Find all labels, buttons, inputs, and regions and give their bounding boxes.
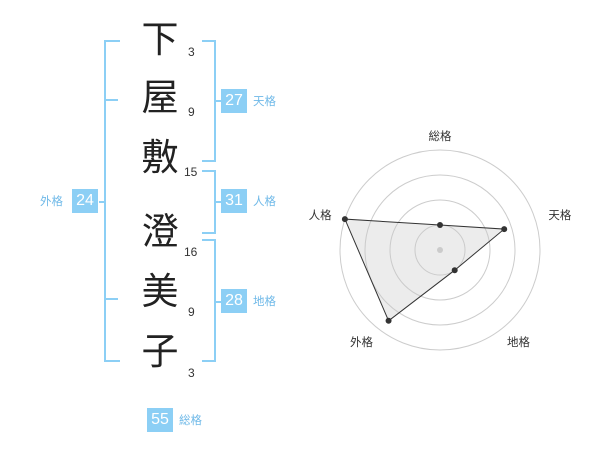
stroke-count-3: 15 [184, 165, 198, 179]
tenkaku-bracket [202, 40, 216, 162]
gaikaku-connector [99, 201, 104, 203]
chikaku-bracket [202, 239, 216, 362]
stroke-count-5: 9 [188, 305, 195, 319]
jinkaku-connector [216, 201, 221, 203]
radar-label-1: 総格 [429, 129, 452, 143]
tenkaku-score: 27 [221, 89, 247, 113]
stroke-count-1: 3 [188, 45, 195, 59]
stroke-count-4: 16 [184, 245, 198, 259]
stroke-count-6: 3 [188, 366, 195, 380]
gaikaku-score: 24 [72, 189, 98, 213]
jinkaku-bracket [202, 170, 216, 234]
jinkaku-score: 31 [221, 189, 247, 213]
radar-label-5: 人格 [309, 208, 332, 222]
gaikaku-bracket-tick-top [106, 99, 118, 101]
chikaku-label: 地格 [253, 294, 276, 308]
radar-point-3 [451, 267, 458, 274]
tenkaku-label: 天格 [253, 94, 276, 108]
radar-ring-2 [389, 199, 491, 301]
radar-point-5 [341, 216, 348, 223]
chikaku-score: 28 [221, 289, 247, 313]
stroke-count-2: 9 [188, 105, 195, 119]
radar-area [344, 218, 506, 322]
radar-center [437, 247, 443, 253]
name-char-2: 屋 [141, 76, 179, 119]
radar-ring-3 [364, 174, 516, 326]
tenkaku-connector [216, 100, 221, 102]
name-char-5: 美 [141, 270, 179, 313]
radar-point-1 [437, 222, 443, 228]
soukaku-label: 総格 [179, 413, 202, 427]
gaikaku-bracket-tick-bottom [106, 298, 118, 300]
soukaku-score: 55 [147, 408, 173, 432]
radar-point-4 [385, 317, 392, 324]
radar-label-3: 地格 [507, 335, 530, 349]
name-char-1: 下 [141, 18, 179, 61]
name-char-4: 澄 [141, 210, 179, 253]
name-char-3: 敷 [141, 136, 179, 179]
name-char-6: 子 [141, 330, 179, 373]
radar-ring-4 [339, 149, 541, 351]
gaikaku-label: 外格 [40, 194, 63, 208]
radar-point-2 [501, 226, 508, 233]
chikaku-connector [216, 301, 221, 303]
radar-label-4: 外格 [350, 335, 373, 349]
radar-label-2: 天格 [548, 208, 571, 222]
gaikaku-bracket [104, 40, 120, 362]
jinkaku-label: 人格 [253, 194, 276, 208]
